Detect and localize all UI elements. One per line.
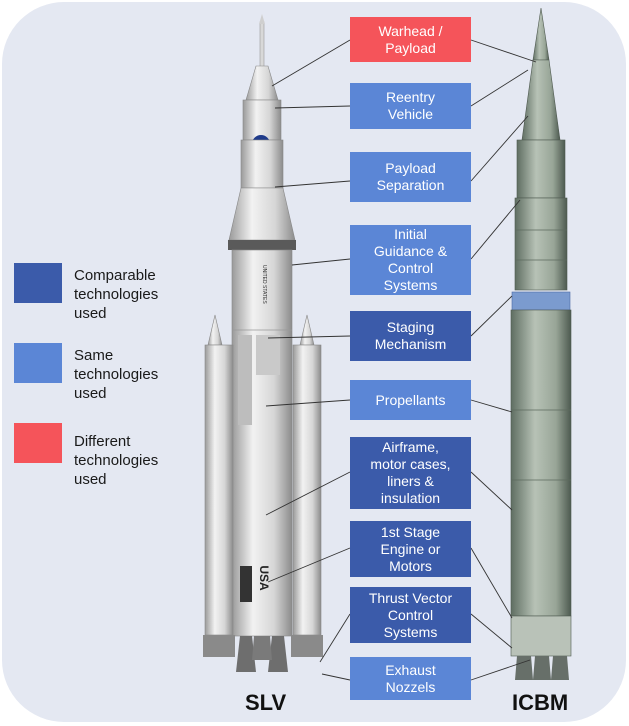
legend-label-different: Different technologies used: [74, 433, 159, 488]
legend-swatch-different: [14, 423, 62, 463]
legend-label-comparable: Comparable technologies used: [74, 267, 159, 322]
component-propellants: Propellants: [350, 380, 471, 420]
component-payload-separation: Payload Separation: [350, 152, 471, 202]
icbm-rocket: [510, 7, 572, 680]
connector-lines: [265, 39, 537, 681]
component-warhead-payload: Warhead / Payload: [350, 17, 471, 62]
component-airframe-motor-cases: Airframe, motor cases, liners & insulati…: [350, 437, 471, 509]
component-reentry-vehicle: Reentry Vehicle: [350, 83, 471, 129]
component-exhaust-nozzels: Exhaust Nozzels: [350, 657, 471, 700]
slv-rocket: [203, 14, 323, 672]
slv-side-text: UNITED STATES: [261, 265, 267, 304]
legend-swatch-same: [14, 343, 62, 383]
component-1st-stage-engine: 1st Stage Engine or Motors: [350, 521, 471, 577]
slv-usa-marking: USA: [257, 565, 271, 591]
slv-label: SLV: [245, 690, 287, 715]
legend-swatch-comparable: [14, 263, 62, 303]
component-initial-guidance-control: Initial Guidance & Control Systems: [350, 225, 471, 295]
component-thrust-vector-control: Thrust Vector Control Systems: [350, 587, 471, 643]
legend-label-same: Same technologies used: [74, 347, 159, 402]
component-staging-mechanism: Staging Mechanism: [350, 311, 471, 361]
icbm-label: ICBM: [512, 690, 569, 715]
